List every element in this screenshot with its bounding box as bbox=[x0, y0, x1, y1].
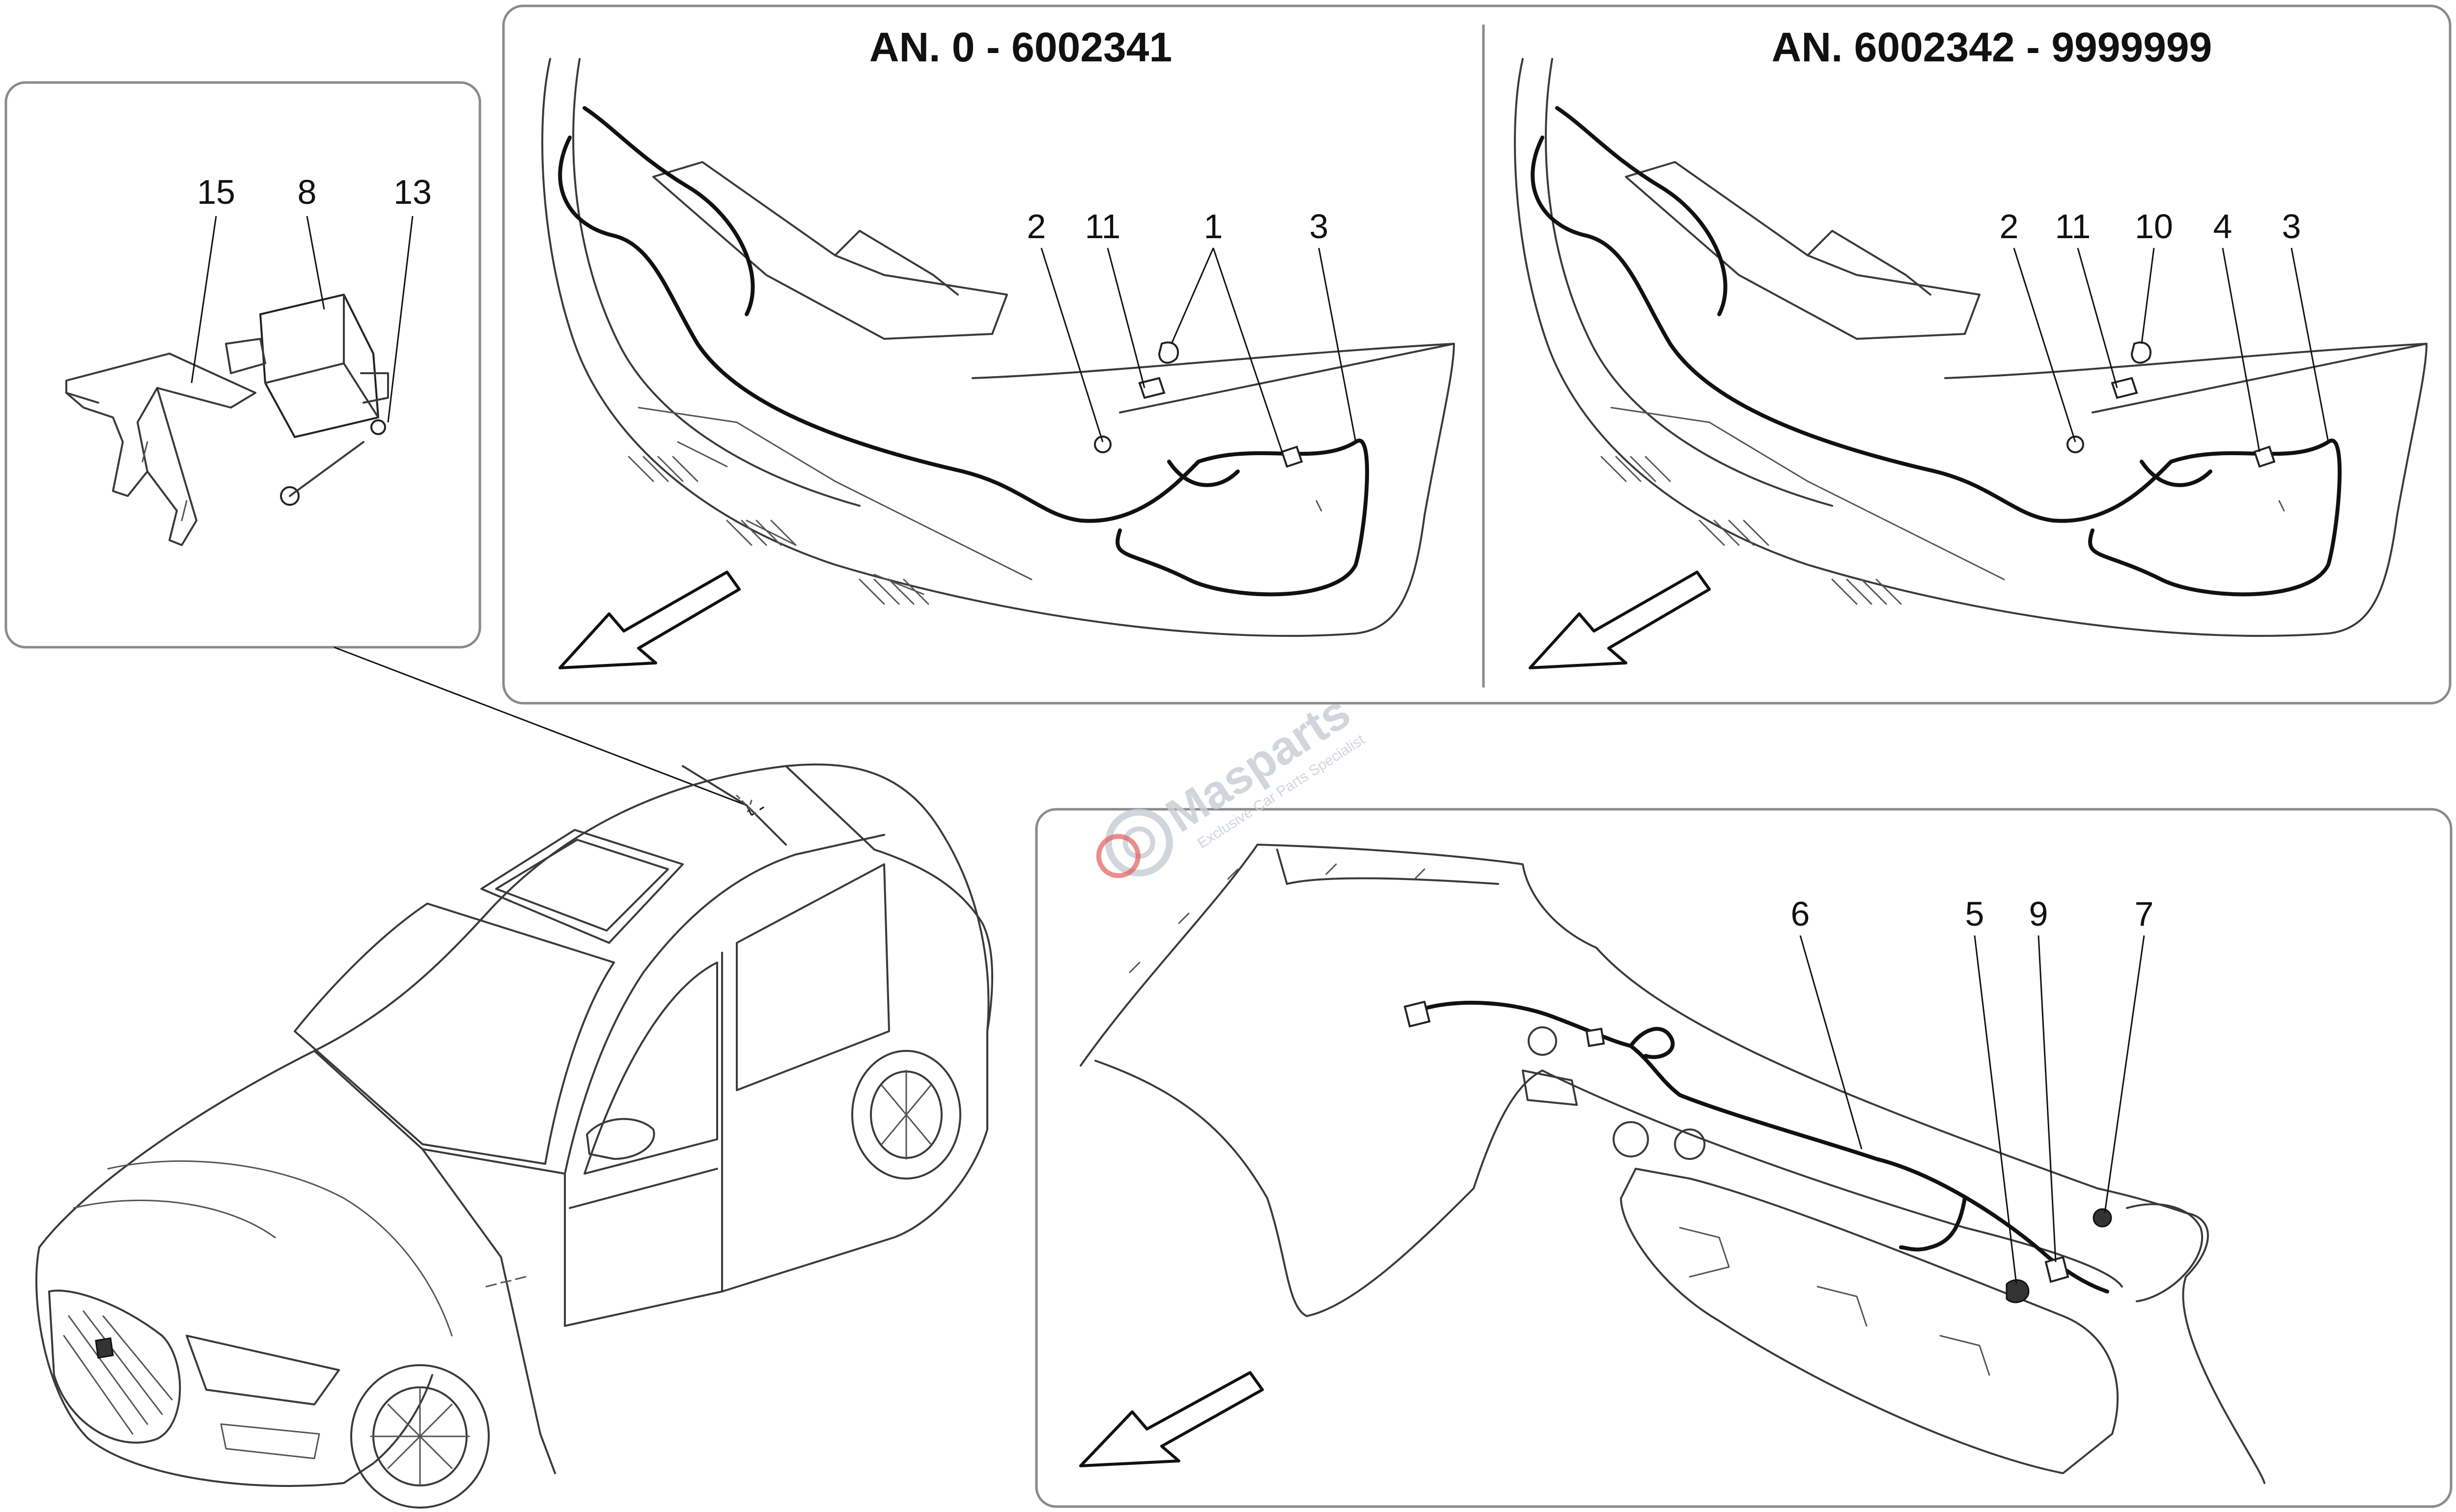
callout-3-early: 3 bbox=[1310, 207, 1329, 246]
callout-11-early: 11 bbox=[1085, 207, 1121, 246]
bracket-drawing bbox=[65, 353, 256, 546]
callout-11-late: 11 bbox=[2055, 207, 2091, 246]
detail-panel: 15 8 13 bbox=[4, 81, 481, 649]
lower-grille-fins bbox=[628, 456, 929, 605]
front-grille bbox=[48, 1290, 181, 1444]
callout-6: 6 bbox=[1791, 895, 1810, 933]
callout-13: 13 bbox=[393, 173, 432, 211]
callout-5: 5 bbox=[1965, 895, 1984, 933]
sunroof bbox=[480, 829, 684, 944]
front-wheel bbox=[350, 1364, 490, 1509]
variant-title-early: AN. 0 - 6002341 bbox=[869, 24, 1172, 70]
watermark-gear-icon bbox=[1105, 808, 1173, 877]
callout-4-late: 4 bbox=[2213, 207, 2233, 246]
front-panel-frame bbox=[502, 4, 2452, 705]
callout-2-late: 2 bbox=[2000, 207, 2019, 246]
front-bumper-late: 2 11 10 4 3 bbox=[1514, 58, 2428, 669]
side-mirror bbox=[586, 1118, 655, 1160]
direction-arrow-front-late bbox=[1529, 571, 1711, 669]
vehicle-drawing bbox=[35, 763, 993, 1509]
callout-1-early: 1 bbox=[1204, 207, 1223, 246]
rear-bumper-drawing bbox=[1080, 844, 2265, 1484]
callout-8: 8 bbox=[298, 173, 317, 211]
callout-3-late: 3 bbox=[2282, 207, 2301, 246]
front-bumper-early: 2 11 1 3 bbox=[541, 58, 1455, 669]
rear-wheel bbox=[851, 1050, 961, 1180]
direction-arrow-front-early bbox=[558, 571, 741, 669]
rear-panel: 6 5 9 7 bbox=[1035, 808, 2453, 1508]
detail-callouts: 15 8 13 bbox=[191, 173, 432, 423]
control-module-drawing bbox=[225, 293, 389, 506]
direction-arrow-rear bbox=[1079, 1371, 1264, 1467]
trident-logo bbox=[95, 1337, 114, 1359]
headlight bbox=[186, 1335, 340, 1405]
windscreen bbox=[294, 903, 615, 1165]
rear-callouts: 6 5 9 7 bbox=[1791, 895, 2154, 1285]
callout-15: 15 bbox=[197, 173, 235, 211]
callout-2-early: 2 bbox=[1027, 207, 1046, 246]
callout-9: 9 bbox=[2029, 895, 2048, 933]
callout-7: 7 bbox=[2135, 895, 2154, 933]
callout-10-late: 10 bbox=[2135, 207, 2173, 246]
rear-panel-frame bbox=[1035, 808, 2453, 1508]
variant-title-late: AN. 6002342 - 9999999 bbox=[1772, 24, 2212, 70]
front-panels: AN. 0 - 6002341 AN. 6002342 - 9999999 bbox=[502, 4, 2452, 705]
lower-grille-fins-late bbox=[1600, 456, 1902, 605]
detail-panel-frame bbox=[4, 81, 481, 649]
